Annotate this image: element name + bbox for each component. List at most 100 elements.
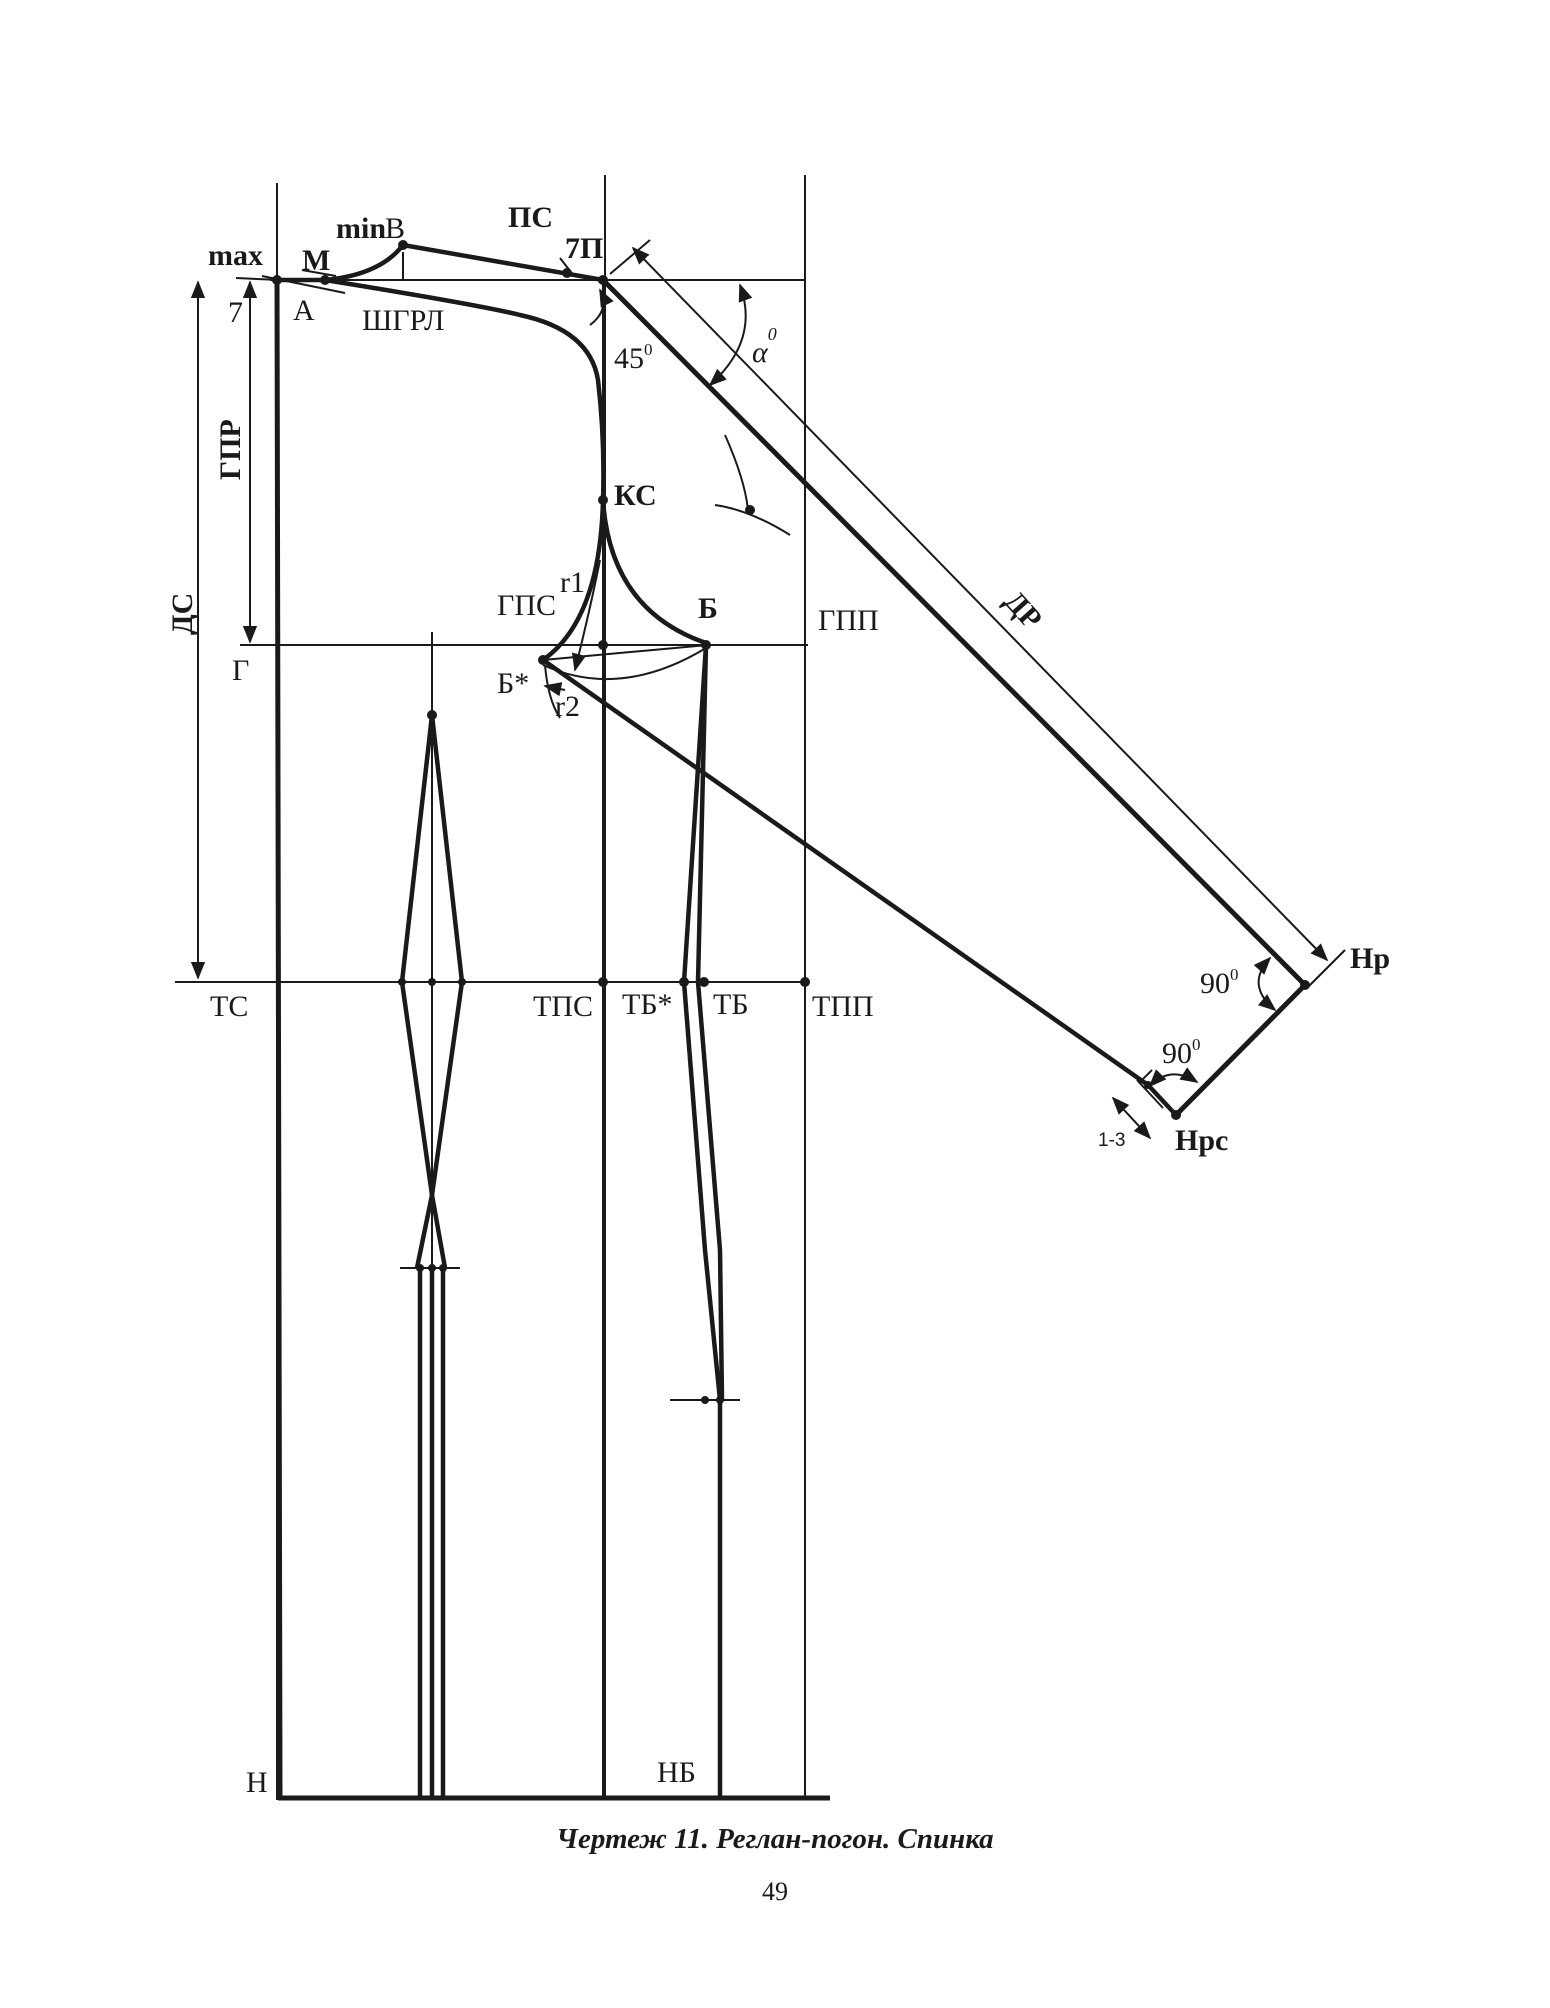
point-pleat-1 [416,1264,424,1272]
side-seam-left [695,644,725,1401]
point-B [701,640,711,650]
point-arc-intersect [745,505,755,515]
point-TPS [598,977,608,987]
label-alpha-symbol: α [752,336,769,369]
label-GPS: ГПС [497,589,556,622]
armhole-lower [600,499,707,646]
label-Nr: Нр [1350,942,1390,975]
point-Nr [1300,980,1310,990]
label-A: А [293,294,315,327]
label-TS: ТС [210,990,248,1023]
figure-caption: Чертеж 11. Реглан-погон. Спинка [556,1823,993,1855]
label-angle-90-b-value: 90 [1162,1037,1192,1070]
label-r2: r2 [555,690,580,723]
dart-leg-left [414,1194,435,1269]
label-angle-90-a-degree: 0 [1230,965,1239,984]
point-Nrs [1171,1110,1181,1120]
side-seam-right [681,644,723,1800]
label-B-star: Б* [497,667,529,700]
label-GPR: ГПР [214,419,247,480]
label-angle-45-value: 45 [614,342,644,375]
label-r1: r1 [560,566,585,599]
point-Nrs-offset [1144,1081,1152,1089]
label-DS: ДС [166,593,199,635]
point-7P [598,275,608,285]
construction-arc-2 [714,504,791,536]
label-angle-90-a-value: 90 [1200,967,1230,1000]
underarm-curve [541,499,606,662]
under-sleeve-seam [541,658,1150,1087]
point-pleat-2 [428,1264,436,1272]
label-max: max [208,239,263,272]
label-SHGRL: ШГРЛ [362,304,444,337]
label-V: В [385,212,405,245]
construction-points [272,240,1310,1404]
min-max-tick [301,269,337,277]
label-alpha: α0 [752,324,777,369]
point-V [398,240,408,250]
point-dart-top [427,710,437,720]
point-dart-center [428,978,436,986]
label-B: Б [698,592,718,625]
label-seven: 7 [228,296,243,329]
construction-arc-1 [724,434,749,511]
label-N: Н [246,1766,268,1799]
label-one-three: 1-3 [1098,1130,1125,1151]
point-A [272,275,282,285]
sleeve-hem-end [1146,1083,1178,1117]
raglan-line [324,277,606,501]
point-pleat-3 [439,1264,447,1272]
dr-ext-bottom [1306,949,1346,989]
one-three-ext-a [1136,1079,1164,1109]
point-B-star [538,655,548,665]
point-side-low-1 [701,1396,709,1404]
angle-90-arc-a [1253,956,1277,1012]
label-angle-45: 450 [614,340,653,375]
label-TB: ТБ [713,988,749,1021]
b-star-chord [542,644,709,661]
alpha-arc [708,283,753,387]
label-M: М [302,244,330,277]
label-7P: 7П [565,232,603,265]
point-KS [598,495,608,505]
point-GPS [598,640,608,650]
r2-arrow [543,682,566,697]
dart-leg-right [429,1194,448,1269]
label-angle-45-degree: 0 [644,340,653,359]
label-TPP: ТПП [812,990,874,1023]
one-three-dimension [1111,1096,1152,1140]
sleeve-top-line [601,278,1307,987]
label-TPS: ТПС [533,990,593,1023]
angle-45-arc [589,288,614,326]
point-M [320,275,330,285]
point-dart-right [458,978,466,986]
label-DR: ДР [998,585,1049,636]
point-TB [699,977,709,987]
neckline-curve [277,243,405,283]
label-NB: НБ [657,1756,696,1789]
label-angle-90-b-degree: 0 [1192,1035,1201,1054]
point-side-low-2 [716,1396,724,1404]
label-PS: ПС [508,201,553,234]
label-G: Г [232,654,249,687]
construction-lines [175,175,1346,1800]
dr-ext-top [609,239,651,275]
label-angle-90-a: 900 [1200,965,1239,1000]
label-Nrs: Нрс [1175,1124,1228,1157]
point-TPP [800,977,810,987]
angle-90-arc-b [1148,1067,1199,1088]
point-TB-star [679,977,689,987]
label-angle-90-b: 900 [1162,1035,1201,1070]
label-GPP: ГПП [818,604,879,637]
point-labels: max min В М ПС 7П А 7 ШГРЛ 450 α0 ГПР ДС… [166,201,1390,1799]
label-alpha-degree: 0 [768,324,777,344]
point-dart-left [398,978,406,986]
dr-dimension [631,246,1329,962]
point-PS [562,268,572,278]
label-min: min [336,212,386,245]
label-KS: КС [614,479,657,512]
page-number: 49 [762,1877,788,1906]
center-back-seam [274,277,283,1801]
sleeve-hem [1174,983,1307,1117]
